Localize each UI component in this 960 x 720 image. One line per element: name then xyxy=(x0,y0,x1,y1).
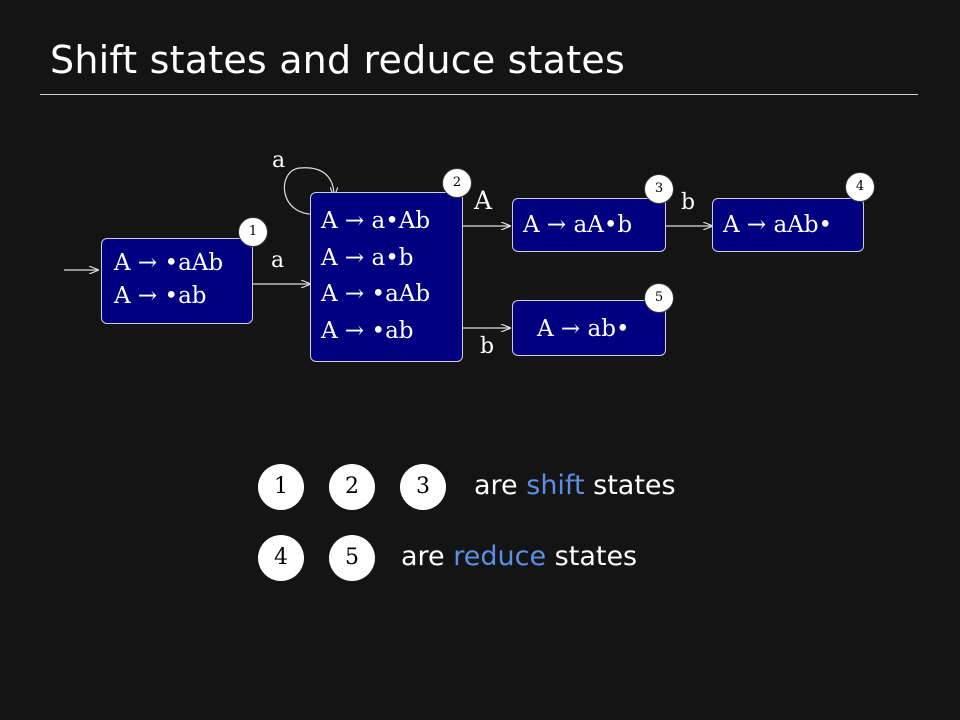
legend-reduce-pre: are xyxy=(401,541,454,572)
item-line: A → a•b xyxy=(321,244,414,271)
state-3: A → aA•b xyxy=(512,198,666,252)
state-2-badge: 2 xyxy=(442,168,472,198)
edge-label-3-4: b xyxy=(681,190,696,215)
state-4: A → aAb• xyxy=(712,198,864,252)
item-line: A → a•Ab xyxy=(321,208,431,234)
legend-shift-word: shift xyxy=(526,470,585,501)
state-4-badge: 4 xyxy=(845,172,875,202)
legend-reduce-word: reduce xyxy=(453,541,547,572)
item-line: A → •ab xyxy=(114,283,207,309)
edge-label-1-2: a xyxy=(271,248,285,273)
item-line: A → aAb• xyxy=(723,212,833,238)
legend-reduce-text: are reduce states xyxy=(401,541,637,572)
legend-shift-text: are shift states xyxy=(474,470,676,501)
slide-title: Shift states and reduce states xyxy=(50,38,625,82)
state-1-badge: 1 xyxy=(238,217,268,247)
state-5: A → ab• xyxy=(512,300,666,356)
legend-shift-2: 2 xyxy=(329,464,375,510)
legend-shift-pre: are xyxy=(474,470,527,501)
loop-2 xyxy=(283,167,334,215)
edge-label-loop: a xyxy=(272,148,286,173)
edge-label-2-3: A xyxy=(474,186,493,215)
legend-reduce-post: states xyxy=(546,541,638,572)
title-divider xyxy=(40,94,918,95)
item-line: A → •ab xyxy=(321,317,414,344)
legend-shift-3: 3 xyxy=(400,464,446,510)
legend-reduce-4: 4 xyxy=(258,535,304,581)
item-line: A → aA•b xyxy=(523,212,633,238)
state-2: A → a•Ab A → a•b A → •aAb A → •ab xyxy=(310,192,463,362)
state-5-badge: 5 xyxy=(644,283,674,313)
state-3-badge: 3 xyxy=(644,174,674,204)
legend-shift-post: states xyxy=(584,470,676,501)
item-line: A → •aAb xyxy=(114,250,224,276)
legend-shift-1: 1 xyxy=(258,464,304,510)
edge-label-2-5: b xyxy=(480,334,495,359)
legend-reduce-5: 5 xyxy=(329,535,375,581)
item-line: A → •aAb xyxy=(321,281,431,307)
state-1: A → •aAb A → •ab xyxy=(101,238,253,324)
item-line: A → ab• xyxy=(537,316,630,342)
